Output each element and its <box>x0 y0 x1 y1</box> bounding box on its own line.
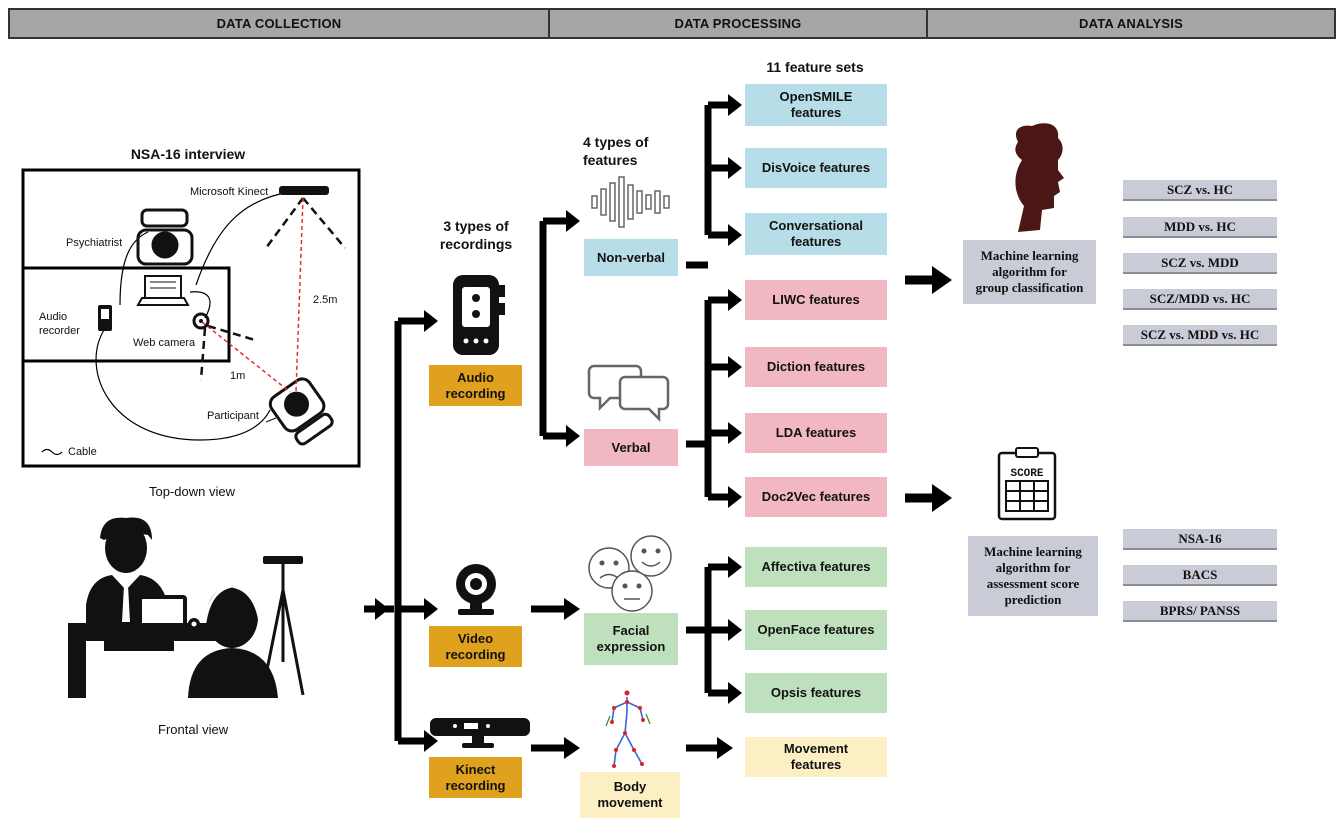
affectiva-features-box: Affectiva features <box>745 547 887 587</box>
single-arrows <box>531 605 719 752</box>
participant-label: Participant <box>207 410 259 422</box>
webcam-icon <box>456 564 496 615</box>
kinect-recording-box: Kinect recording <box>429 757 522 798</box>
header-data-collection: DATA COLLECTION <box>8 8 550 39</box>
opensmile-features-box: OpenSMILE features <box>745 84 887 126</box>
distance-far-label: 2.5m <box>313 294 338 306</box>
conversational-features-box: Conversational features <box>745 213 887 255</box>
audio-recorder-label: Audio recorder <box>39 311 80 337</box>
participant-chair-icon <box>268 377 334 446</box>
head-profile-icon <box>1015 123 1064 232</box>
facial-expression-box: Facial expression <box>584 613 678 665</box>
interview-title: NSA-16 interview <box>130 146 246 162</box>
classification-result: SCZ vs. MDD vs. HC <box>1123 325 1277 346</box>
frontal-scene-icon <box>68 517 305 698</box>
audio-recorder-icon <box>453 275 505 355</box>
header-data-analysis: DATA ANALYSIS <box>926 8 1336 39</box>
prediction-result: BPRS/ PANSS <box>1123 601 1277 622</box>
openface-features-box: OpenFace features <box>745 610 887 650</box>
field-of-view-lines <box>199 197 346 381</box>
group-classification-box: Machine learning algorithm for group cla… <box>963 240 1096 304</box>
feature-sets-heading: 11 feature sets <box>766 59 864 75</box>
classification-result: MDD vs. HC <box>1123 217 1277 238</box>
recordings-heading: 3 types of recordings <box>439 218 513 252</box>
kinect-label: Microsoft Kinect <box>190 186 269 198</box>
score-icon-text: SCORE <box>1010 468 1043 480</box>
room-plan <box>21 168 361 468</box>
sound-wave-icon <box>591 176 670 228</box>
topdown-caption: Top-down view <box>149 484 235 499</box>
web-camera-small-icon <box>192 312 210 330</box>
movement-features-box: Movement features <box>745 737 887 777</box>
prediction-result: NSA-16 <box>1123 529 1277 550</box>
web-camera-label: Web camera <box>133 337 196 349</box>
audio-feature-tree-arrowheads <box>566 210 580 447</box>
feature-set-arrowheads <box>728 94 742 704</box>
kinect-device-icon <box>279 186 329 195</box>
classification-result: SCZ/MDD vs. HC <box>1123 289 1277 310</box>
prediction-result: BACS <box>1123 565 1277 586</box>
speech-bubbles-icon <box>587 364 670 423</box>
frontal-caption: Frontal view <box>158 722 229 737</box>
kinect-sensor-icon <box>430 718 530 748</box>
nonverbal-box: Non-verbal <box>584 239 678 276</box>
lda-features-box: LDA features <box>745 413 887 453</box>
psychiatrist-label: Psychiatrist <box>66 237 123 249</box>
header-data-processing: DATA PROCESSING <box>548 8 928 39</box>
classification-result: SCZ vs. MDD <box>1123 253 1277 274</box>
laptop-icon <box>136 275 190 306</box>
score-clipboard-icon: SCORE <box>997 447 1057 521</box>
feature-types-heading: 4 types of features <box>583 134 649 168</box>
single-arrowheads <box>564 598 733 759</box>
video-recording-box: Video recording <box>429 626 522 667</box>
disvoice-features-box: DisVoice features <box>745 148 887 188</box>
body-movement-box: Body movement <box>580 772 680 818</box>
opsis-features-box: Opsis features <box>745 673 887 713</box>
distance-lines <box>201 197 304 393</box>
liwc-features-box: LIWC features <box>745 280 887 320</box>
audio-feature-tree-connector <box>539 217 570 440</box>
classification-result: SCZ vs. HC <box>1123 180 1277 201</box>
recording-tree-arrowheads <box>375 310 438 752</box>
faces-icon <box>588 535 672 612</box>
feature-set-tree-connectors <box>686 101 730 697</box>
skeleton-icon <box>605 690 651 768</box>
participant-pointer <box>265 417 277 423</box>
score-prediction-box: Machine learning algorithm for assessmen… <box>968 536 1098 616</box>
verbal-box: Verbal <box>584 429 678 466</box>
cable-legend-label: Cable <box>68 446 97 458</box>
diction-features-box: Diction features <box>745 347 887 387</box>
analysis-arrows <box>905 266 952 512</box>
psychiatrist-chair-icon <box>136 208 194 266</box>
audio-recorder-small-icon <box>98 305 112 331</box>
recording-tree-connector <box>364 317 428 745</box>
distance-near-label: 1m <box>230 370 246 382</box>
doc2vec-features-box: Doc2Vec features <box>745 477 887 517</box>
audio-recording-box: Audio recording <box>429 365 522 406</box>
